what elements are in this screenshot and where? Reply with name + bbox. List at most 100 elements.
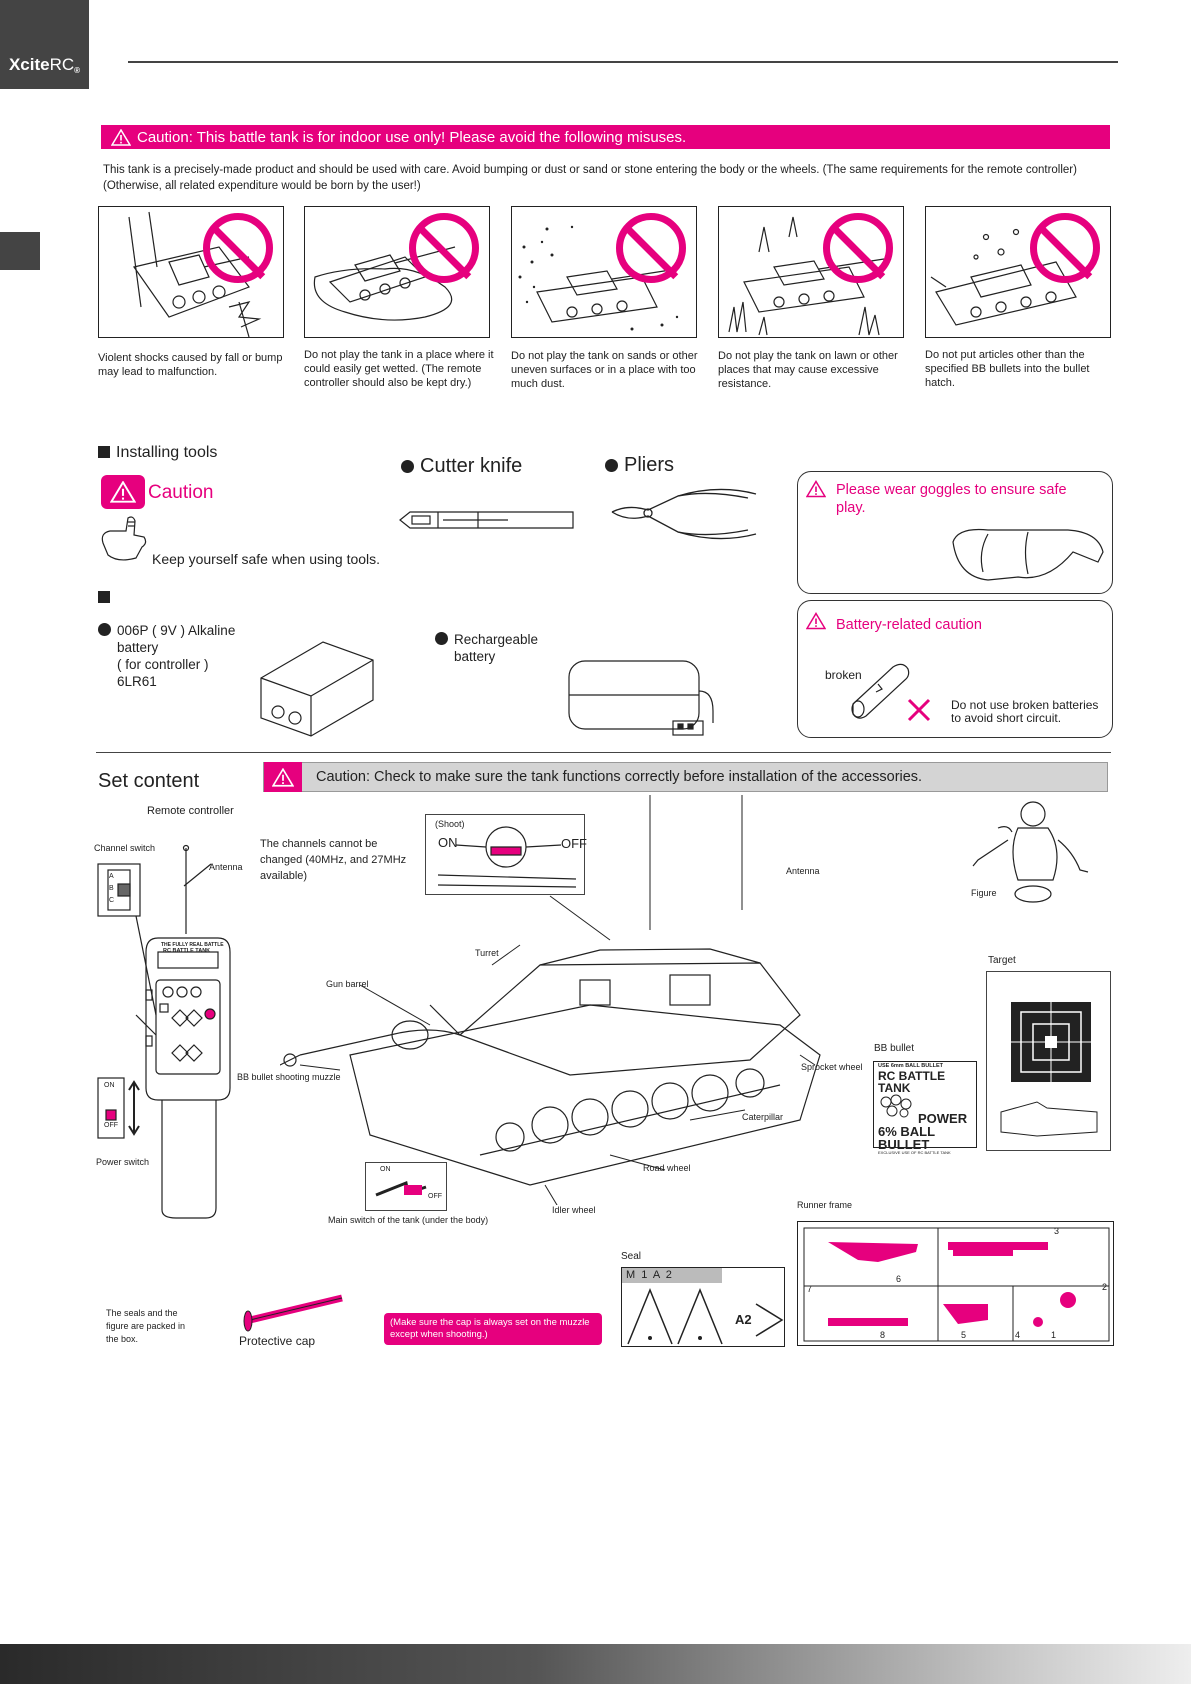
- battery-caution-box: Battery-related caution broken Do not us…: [797, 600, 1113, 738]
- runner-num-1: 1: [1051, 1330, 1057, 1340]
- battery-heading: [98, 589, 116, 607]
- intro-text: This tank is a precisely-made product an…: [103, 164, 1077, 192]
- misuse-panel-fall: [98, 206, 284, 338]
- tools-heading-text: Installing tools: [116, 444, 218, 461]
- battery-line4: 6LR61: [117, 674, 157, 689]
- battery-line2: battery: [117, 640, 159, 655]
- misuse-panel-lawn: [718, 206, 904, 338]
- runner-num-3: 3: [1054, 1226, 1060, 1236]
- label-protective-cap: Protective cap: [239, 1334, 316, 1348]
- misuse-caption-3: Do not play the tank on sands or other u…: [511, 350, 698, 390]
- runner-num-5: 5: [961, 1330, 967, 1340]
- prohibited-icon: [409, 213, 479, 283]
- cutter-label-text: Cutter knife: [420, 455, 523, 477]
- figure-image: [972, 801, 1089, 903]
- warning-icon: [806, 480, 826, 498]
- rechargeable-battery-image: [568, 660, 714, 736]
- label-shoot-on: ON: [438, 835, 458, 850]
- broken-battery-text: Do not use broken batteries to avoid sho…: [951, 698, 1099, 725]
- set-content-banner-text: Caution: Check to make sure the tank fun…: [316, 769, 923, 785]
- label-target: Target: [988, 955, 1016, 966]
- label-sprocket: Sprocket wheel: [801, 1062, 863, 1072]
- label-channels-note: The channels cannot be changed (40MHz, a…: [260, 838, 407, 882]
- rechargeable-line2: battery: [454, 649, 496, 664]
- brand-name-rest: RC: [49, 55, 75, 74]
- tank-illustration: [280, 944, 821, 1205]
- alkaline-battery-image: [260, 641, 374, 737]
- warning-icon: [272, 767, 294, 787]
- warning-icon: [110, 481, 136, 503]
- label-shoot-off: OFF: [561, 836, 587, 851]
- bb-bullet-box: USE 6mm BALL BULLET RC BATTLE TANK POWER…: [873, 1061, 977, 1154]
- battery-line1: 006P ( 9V ) Alkaline: [117, 623, 236, 638]
- label-channel-switch: Channel switch: [94, 843, 156, 853]
- caution-banner: Caution: This battle tank is for indoor …: [101, 125, 1110, 149]
- seal-sheet: M 1 A 2 A2: [621, 1267, 785, 1347]
- main-switch-image: [375, 1180, 427, 1197]
- caution-badge: [101, 475, 145, 509]
- misuse-caption-4: Do not play the tank on lawn or other pl…: [718, 350, 898, 390]
- label-runner-frame: Runner frame: [797, 1200, 853, 1210]
- label-antenna-tank: Antenna: [786, 866, 820, 876]
- seal-chevrons-image: [627, 1288, 784, 1345]
- bandaged-hand-icon: [101, 516, 147, 561]
- dot-bullet-icon: [401, 460, 414, 473]
- remote-brand-text: RC BATTLE TANK: [163, 948, 211, 954]
- power-on-text: ON: [104, 1082, 115, 1089]
- broken-label: broken: [825, 668, 862, 682]
- main-switch-on: ON: [380, 1166, 391, 1173]
- warning-icon: [111, 128, 131, 146]
- power-off-text: OFF: [104, 1122, 118, 1129]
- battery-line3: ( for controller ): [117, 657, 209, 672]
- label-bb-muzzle: BB bullet shooting muzzle: [237, 1072, 341, 1082]
- rechargeable-line1: Rechargeable: [454, 632, 539, 647]
- label-remote-controller: Remote controller: [147, 805, 234, 817]
- tools-safety-text: Keep yourself safe when using tools.: [152, 551, 381, 567]
- prohibited-icon: [823, 213, 893, 283]
- label-road-wheel: Road wheel: [643, 1163, 691, 1173]
- label-figure: Figure: [971, 888, 997, 898]
- pliers-label-text: Pliers: [624, 454, 675, 476]
- side-tab: [0, 232, 40, 270]
- brand-mark: ®: [74, 66, 81, 75]
- leader-lines: [549, 795, 743, 941]
- label-antenna-remote: Antenna: [209, 862, 243, 872]
- protective-cap-image: [243, 1294, 343, 1332]
- shoot-detail-box: (Shoot) ON OFF: [425, 814, 587, 895]
- runner-parts-image: [803, 1227, 1110, 1342]
- misuse-panel-water: [304, 206, 490, 338]
- goggles-image: [952, 528, 1104, 581]
- caution-label: Caution: [148, 482, 214, 503]
- seal-tag: A2: [735, 1312, 752, 1327]
- remote-controller-image: [97, 844, 231, 1219]
- runner-frame: 1 2 3 4 5 6 7 8: [797, 1221, 1114, 1346]
- battery-caution-title: Battery-related caution: [836, 617, 982, 633]
- goggles-caution-text: Please wear goggles to ensure safe play.: [836, 482, 1067, 516]
- header-rule: [128, 61, 1118, 63]
- label-caterpillar: Caterpillar: [742, 1112, 784, 1122]
- section-divider: [96, 752, 1111, 753]
- runner-num-8: 8: [880, 1330, 886, 1340]
- pliers-image: [611, 488, 757, 540]
- channel-a: A: [109, 873, 114, 880]
- set-content-banner: Caution: Check to make sure the tank fun…: [263, 762, 1108, 792]
- misuse-panel-sand: [511, 206, 697, 338]
- shoot-switch-image: [437, 826, 577, 888]
- main-switch-detail: ON OFF: [365, 1162, 447, 1211]
- prohibited-icon: [1030, 213, 1100, 283]
- battery-item-alkaline: 006P ( 9V ) Alkaline battery ( for contr…: [98, 622, 235, 690]
- label-seal: Seal: [621, 1251, 642, 1262]
- caution-banner-text: Caution: This battle tank is for indoor …: [137, 128, 687, 146]
- bb-box-line3: POWER: [918, 1110, 968, 1126]
- cutter-label: Cutter knife: [401, 455, 522, 478]
- cross-icon: [907, 698, 931, 722]
- set-content-title: Set content: [98, 770, 200, 792]
- label-bb-bullet: BB bullet: [874, 1043, 915, 1054]
- main-switch-off: OFF: [428, 1193, 442, 1200]
- broken-battery-image: [851, 663, 910, 719]
- bb-balls-icon: [880, 1094, 912, 1117]
- dot-bullet-icon: [98, 623, 111, 636]
- label-main-switch: Main switch of the tank (under the body): [328, 1215, 489, 1225]
- warning-icon: [806, 612, 826, 630]
- bb-box-line1: USE 6mm BALL BULLET: [878, 1063, 943, 1069]
